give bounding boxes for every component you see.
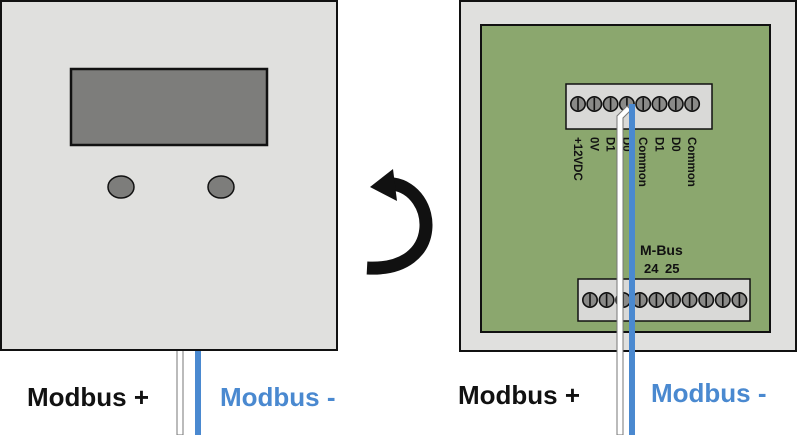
top-terminal-label: D1 [653, 137, 665, 152]
back-wire-minus [629, 104, 635, 435]
screw-terminal-icon [581, 291, 598, 308]
back-label-modbus-minus: Modbus - [651, 378, 767, 408]
curved-arrow-icon [366, 169, 433, 275]
top-terminal-label: D0 [669, 137, 681, 152]
screw-terminal-icon [714, 291, 731, 308]
front-panel [0, 0, 338, 351]
screw-terminal-icon [598, 291, 615, 308]
screw-terminal-icon [684, 96, 701, 113]
mbus-terminal-24: 24 [644, 261, 659, 276]
screw-terminal-icon [569, 96, 586, 113]
top-terminal-label: 0V [587, 137, 599, 151]
screw-terminal-icon [635, 96, 652, 113]
display-screen [69, 67, 269, 147]
back-label-modbus-plus: Modbus + [458, 380, 580, 410]
front-wire-minus [195, 346, 201, 435]
screw-terminal-icon [648, 291, 665, 308]
screw-terminal-icon [602, 96, 619, 113]
front-view: Modbus + Modbus - [0, 0, 338, 435]
front-button-left[interactable] [107, 175, 135, 199]
screw-terminal-icon [698, 291, 715, 308]
front-label-modbus-plus: Modbus + [27, 382, 149, 412]
screw-terminal-icon [664, 291, 681, 308]
front-wire-plus [176, 345, 184, 435]
mbus-title: M-Bus [640, 242, 683, 258]
top-terminal-label: Common [685, 137, 697, 187]
top-terminal-label: D1 [604, 137, 616, 152]
screw-terminal-icon [651, 96, 668, 113]
top-terminal-label: +12VDC [571, 137, 583, 181]
screw-terminal-icon [731, 291, 748, 308]
screw-terminal-icon [631, 291, 648, 308]
front-button-right[interactable] [207, 175, 235, 199]
mbus-terminal-25: 25 [665, 261, 679, 276]
top-terminal-screws [569, 96, 701, 113]
screw-terminal-icon [681, 291, 698, 308]
top-terminal-label: Common [636, 137, 648, 187]
front-label-modbus-minus: Modbus - [220, 382, 336, 412]
screw-terminal-icon [667, 96, 684, 113]
screw-terminal-icon [586, 96, 603, 113]
